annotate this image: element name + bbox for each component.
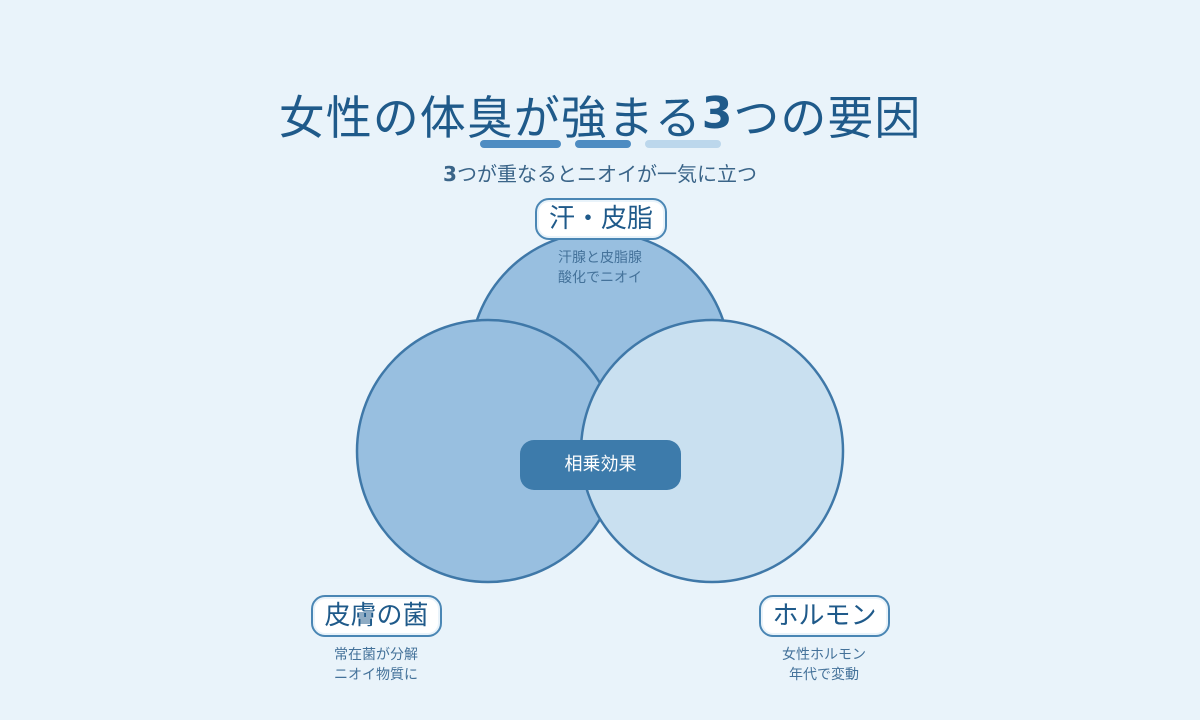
desc-line: 酸化でニオイ [558,270,642,286]
desc-line: ニオイ物質に [334,667,418,683]
underline-bar-3 [645,140,721,148]
title-after: つの要因 [733,91,922,145]
title-before: 女性の体臭が強まる [278,91,702,145]
title-number: 3 [701,88,734,139]
factor-label-skin-bacteria: 皮膚の菌 [311,595,442,637]
synergy-badge: 相乗効果 [520,440,681,490]
factor-label-sweat-sebum: 汗・皮脂 [535,198,667,240]
desc-line: 年代で変動 [789,667,859,683]
factor-desc-skin-bacteria: 常在菌が分解 ニオイ物質に [296,645,456,685]
underline-bar-2 [575,140,631,148]
subtitle-number: 3 [443,162,457,186]
subtitle-text: つが重なるとニオイが一気に立つ [456,162,757,186]
underline-bar-1 [480,140,561,148]
subtitle: 3つが重なるとニオイが一気に立つ [0,158,1200,187]
factor-desc-hormone: 女性ホルモン 年代で変動 [744,645,904,685]
desc-line: 常在菌が分解 [334,647,418,663]
factor-label-hormone: ホルモン [759,595,890,637]
page-title: 女性の体臭が強まる3つの要因 [0,82,1200,148]
desc-line: 汗腺と皮脂腺 [558,250,642,266]
desc-line: 女性ホルモン [782,647,866,663]
title-underline [0,140,1200,150]
factor-desc-sweat-sebum: 汗腺と皮脂腺 酸化でニオイ [520,248,680,288]
